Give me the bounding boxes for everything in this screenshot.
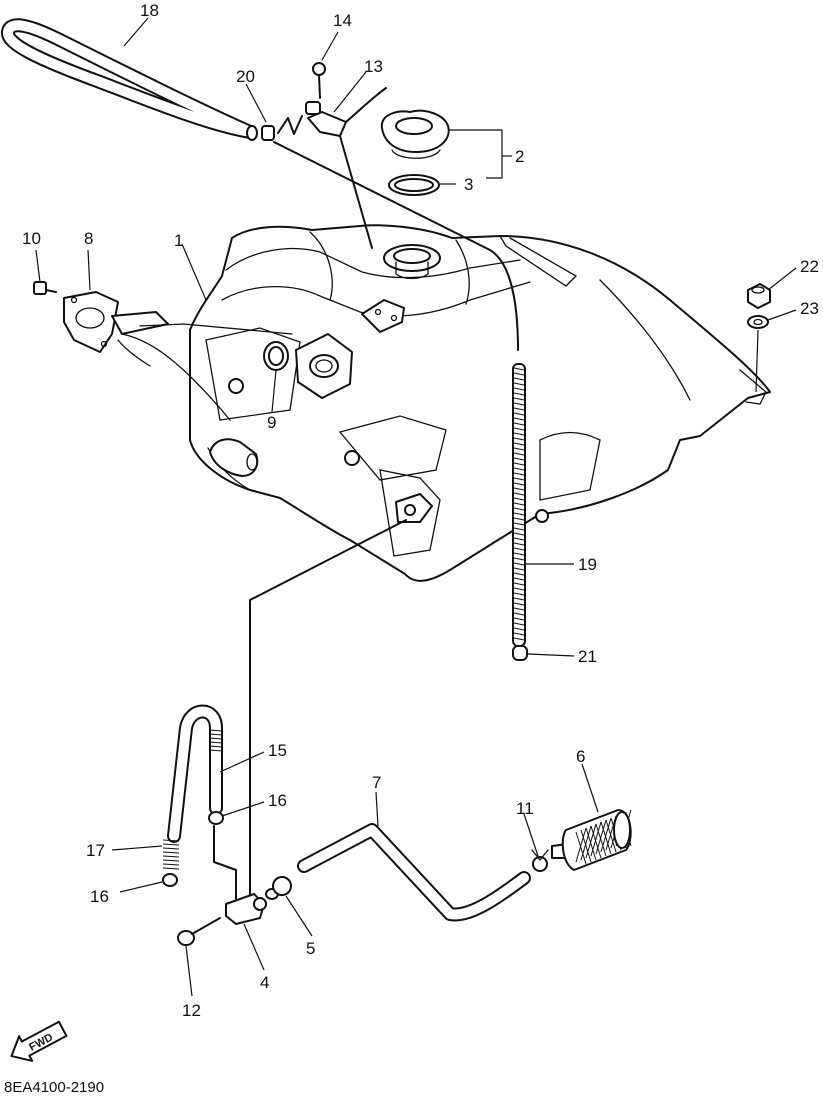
label-14: 14 [333, 11, 352, 30]
part-labels: 18 14 20 13 2 3 1 8 10 9 22 23 19 21 15 … [22, 1, 819, 1020]
label-4: 4 [260, 973, 269, 992]
label-12: 12 [182, 1001, 201, 1020]
clamp-16-upper [208, 811, 224, 825]
label-3: 3 [464, 175, 473, 194]
leader-lines [35, 17, 797, 997]
label-18: 18 [140, 1, 159, 20]
breather-hose-18 [1, 18, 258, 141]
fwd-arrow: FWD [10, 1020, 68, 1062]
fuel-hose-15 [167, 704, 224, 843]
washer-23 [747, 315, 769, 329]
label-11: 11 [516, 799, 534, 818]
label-10: 10 [22, 229, 41, 248]
label-1: 1 [174, 231, 183, 250]
label-13: 13 [364, 57, 383, 76]
fuel-cock-4 [225, 888, 279, 925]
label-15: 15 [268, 741, 287, 760]
breather-hose-19 [512, 363, 526, 647]
label-5: 5 [306, 939, 315, 958]
label-21: 21 [578, 647, 597, 666]
diagram-code: 8EA4100-2190 [4, 1079, 104, 1096]
fuel-pipe-7 [297, 823, 531, 922]
label-23: 23 [800, 299, 819, 318]
clamp-16-lower [162, 873, 178, 887]
nut-22 [747, 283, 771, 309]
label-2: 2 [515, 147, 524, 166]
fuel-sender-8 [63, 291, 293, 477]
label-16-upper: 16 [268, 791, 287, 810]
label-9: 9 [267, 413, 276, 432]
clamp-11 [531, 849, 549, 872]
cap-21 [512, 645, 528, 661]
label-22: 22 [800, 257, 819, 276]
cap-gasket-3 [388, 174, 440, 196]
label-6: 6 [576, 747, 585, 766]
breather-valve-13 [305, 87, 387, 137]
bolt-14 [312, 62, 326, 99]
screw-10 [33, 281, 57, 295]
label-8: 8 [84, 229, 93, 248]
clamp-20 [261, 115, 303, 141]
label-16-lower: 16 [90, 887, 109, 906]
bolt-12 [177, 917, 221, 946]
label-20: 20 [236, 67, 255, 86]
label-19: 19 [578, 555, 597, 574]
joint-5 [272, 876, 292, 896]
fuel-cap-2 [380, 109, 450, 159]
hose-end-17 [162, 839, 180, 870]
fuel-tank-1 [189, 224, 771, 582]
label-17: 17 [86, 841, 105, 860]
label-7: 7 [372, 773, 381, 792]
fuel-filter-6 [551, 809, 632, 871]
bracket-leader-2-3 [448, 129, 503, 179]
gasket-9 [263, 341, 289, 371]
